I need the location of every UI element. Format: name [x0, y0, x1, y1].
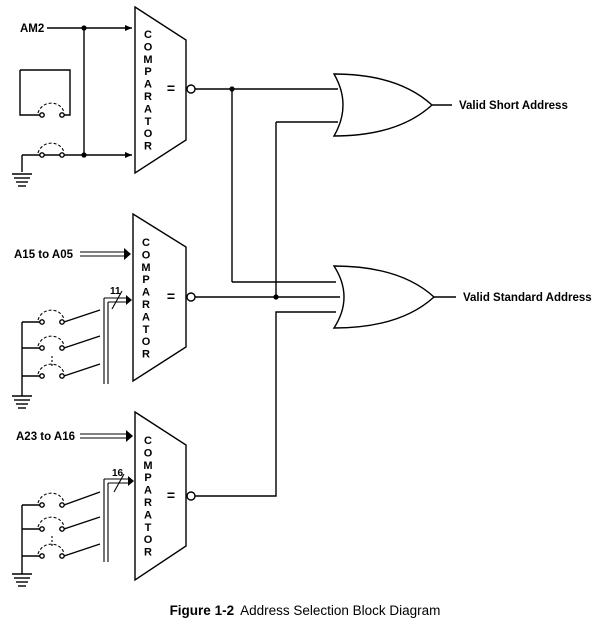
switch-network-mid	[12, 309, 101, 409]
output-bubble-mid	[186, 292, 196, 302]
equals-sign-top: =	[167, 80, 175, 96]
figure-caption: Figure 1-2 Address Selection Block Diagra…	[0, 603, 610, 618]
switch-network-top	[12, 69, 71, 187]
output-bubble-top	[186, 84, 196, 94]
signal-a15-a05-label: A15 to A05	[14, 249, 74, 261]
figure-number: Figure 1-2	[169, 603, 235, 618]
output-valid-short-address: Valid Short Address	[459, 100, 568, 112]
or-gate-short	[332, 73, 434, 137]
switch-network-bottom	[12, 491, 101, 587]
figure-title: Address Selection Block Diagram	[240, 603, 441, 618]
output-bubble-bottom	[186, 491, 196, 501]
bus-width-bottom: 16	[112, 468, 124, 479]
equals-sign-mid: =	[167, 288, 175, 304]
signal-a23-a16-label: A23 to A16	[16, 431, 75, 443]
or-gate-standard	[332, 265, 436, 329]
equals-sign-bottom: =	[167, 487, 175, 503]
bus-width-mid: 11	[110, 286, 121, 297]
output-valid-standard-address: Valid Standard Address	[463, 292, 592, 304]
signal-am2-label: AM2	[20, 23, 44, 35]
